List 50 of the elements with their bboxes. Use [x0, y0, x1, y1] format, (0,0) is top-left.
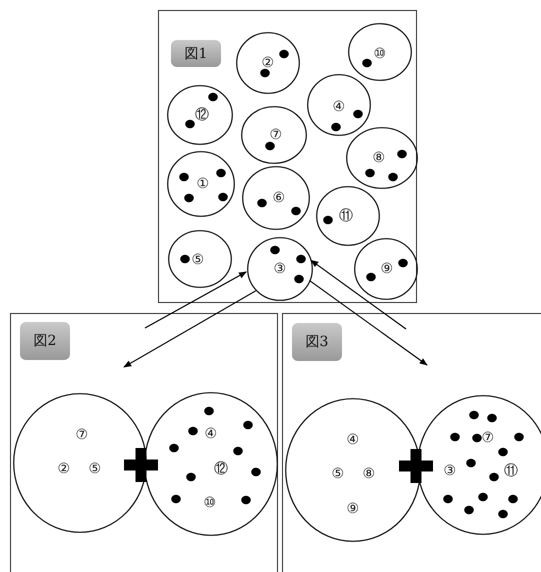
figure-label: 図2: [20, 322, 70, 360]
circled-number: ⑨: [346, 502, 360, 516]
circle: [346, 127, 418, 189]
circle: [241, 106, 307, 164]
circled-number: ③: [444, 464, 456, 478]
circled-number: ①: [196, 177, 210, 191]
arrow: [309, 280, 428, 366]
circled-number: ②: [58, 462, 70, 476]
circled-number: ⑤: [192, 253, 204, 267]
circle: [307, 74, 371, 136]
circled-number: ⑤: [88, 462, 102, 476]
circled-number: ⑧: [372, 151, 386, 165]
arrow: [144, 271, 247, 328]
circled-number: ④: [204, 427, 218, 441]
circle: [316, 186, 380, 246]
circle: [144, 392, 278, 536]
panel: [158, 10, 417, 303]
circle: [236, 32, 300, 94]
circled-number: ④: [346, 433, 360, 447]
figure-label: 図3: [292, 323, 342, 361]
circled-number: ⑤: [332, 467, 344, 481]
panel: [282, 313, 541, 572]
circled-number: ⑨: [380, 262, 394, 276]
circled-number: ⑪: [504, 464, 518, 478]
circled-number: ⑥: [272, 191, 286, 205]
circled-number: ⑫: [195, 108, 209, 122]
circle: [242, 166, 310, 230]
circled-number: ⑪: [339, 209, 353, 223]
circled-number: ⑩: [204, 496, 216, 510]
circled-number: ③: [274, 262, 286, 276]
circle: [167, 85, 233, 145]
arrow: [123, 290, 256, 368]
circle: [168, 230, 232, 288]
circled-number: ⑦: [76, 428, 88, 442]
circle: [247, 237, 313, 301]
circle: [167, 151, 235, 217]
circle: [285, 398, 421, 542]
circled-number: ⑩: [374, 47, 386, 61]
circled-number: ⑦: [482, 431, 494, 445]
circled-number: ⑫: [214, 462, 228, 476]
panel: [10, 313, 278, 572]
circle: [348, 23, 412, 81]
circle: [13, 393, 147, 533]
circled-number: ⑧: [362, 467, 376, 481]
circle: [354, 238, 418, 300]
arrow: [310, 260, 406, 330]
figure-label: 図1: [171, 40, 221, 67]
circled-number: ④: [332, 100, 346, 114]
circled-number: ②: [262, 56, 274, 70]
circled-number: ⑦: [270, 128, 282, 142]
